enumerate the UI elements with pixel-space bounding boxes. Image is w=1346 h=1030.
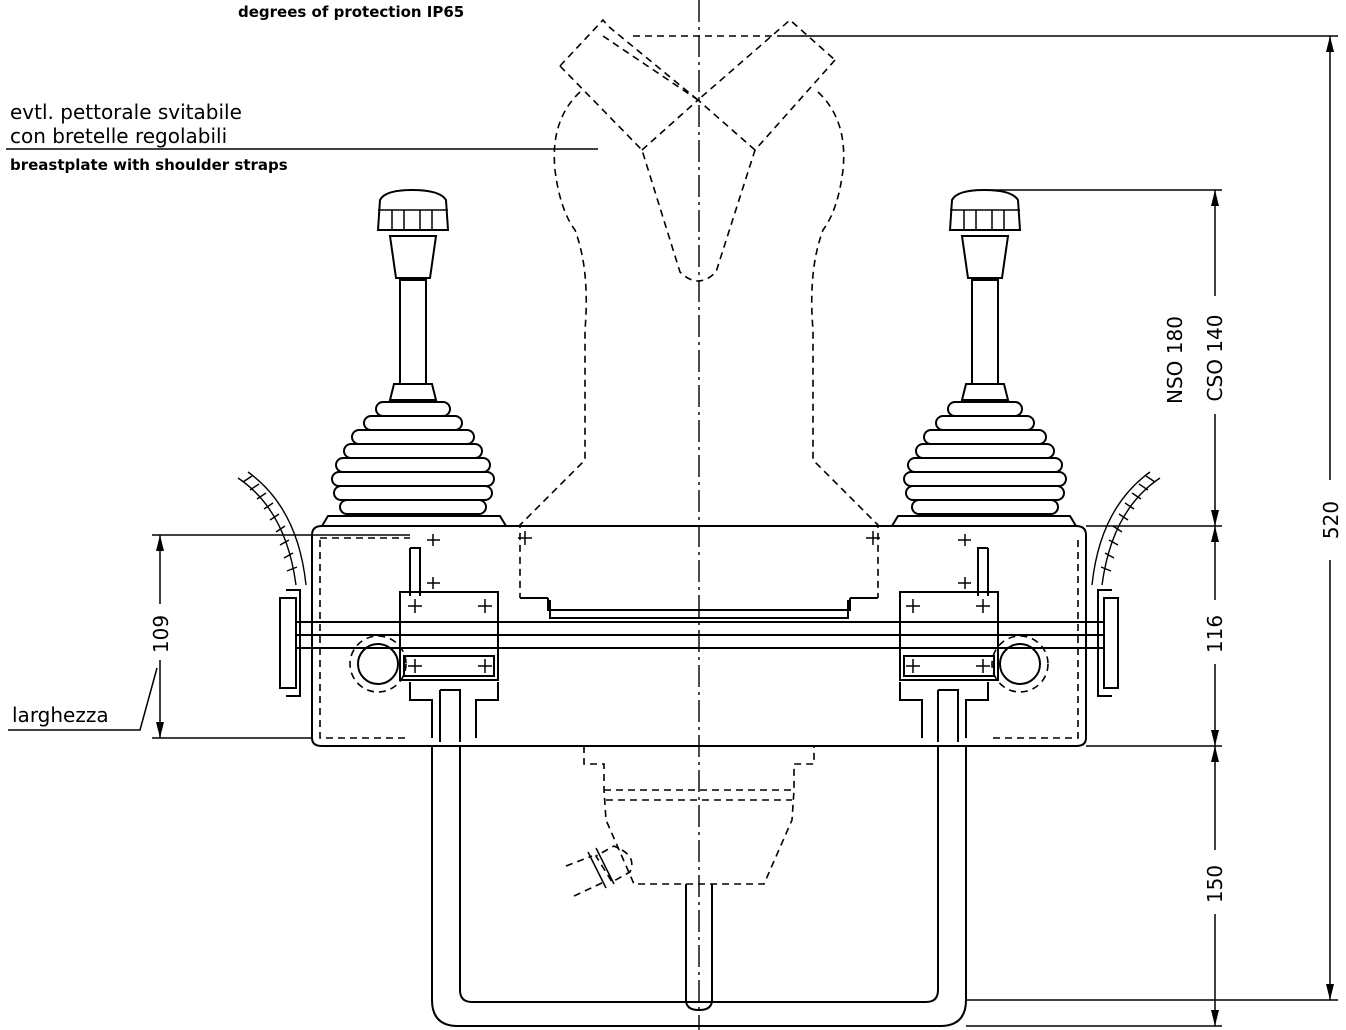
breastplate-note-en: breastplate with shoulder straps (10, 156, 288, 174)
carry-handle (409, 682, 989, 1027)
bottom-connector (565, 746, 815, 1012)
left-joystick (321, 188, 507, 681)
dim-joystick-nso-value: NSO 180 (1163, 316, 1187, 404)
dim-joystick-height: NSO 180 CSO 140 (986, 189, 1227, 526)
mounting-rail (295, 621, 1105, 649)
dim-width-value: 109 (149, 615, 173, 653)
dim-box-height-value: 116 (1203, 615, 1227, 653)
dim-joystick-cso-value: CSO 140 (1203, 315, 1227, 402)
breastplate-note-it-2: con bretelle regolabili (10, 124, 227, 148)
breastplate-note-it-1: evtl. pettorale svitabile (10, 100, 242, 124)
dim-total-height-value: 520 (1319, 501, 1343, 539)
dim-width: 109 (149, 534, 410, 739)
housing-box (311, 525, 1087, 747)
protection-note: degrees of protection IP65 (238, 3, 464, 21)
breastplate-outline (519, 18, 879, 598)
width-leader-line (8, 667, 158, 731)
right-joystick (518, 188, 1077, 681)
dim-handle-height: 150 (966, 746, 1227, 1027)
width-label: larghezza (12, 703, 109, 727)
dim-handle-height-value: 150 (1203, 865, 1227, 903)
dim-total-height: 520 (782, 35, 1343, 1000)
right-strap-bracket (991, 471, 1161, 697)
left-strap-bracket (237, 471, 407, 697)
dim-box-height: 116 (1086, 525, 1227, 747)
